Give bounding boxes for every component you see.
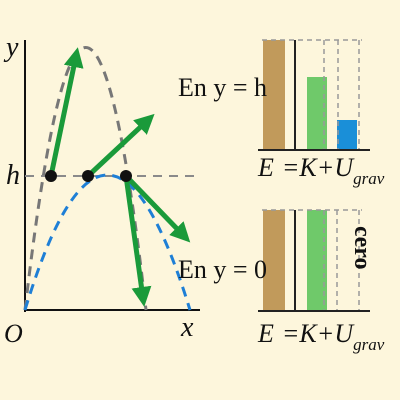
energy-panel-bottom: cero En y = 0 E=K+Ugrav <box>178 209 385 354</box>
point-shallow-up <box>82 170 94 182</box>
bar-K-bottom <box>307 210 327 311</box>
y-axis-label: y <box>3 32 19 63</box>
panel-top-label: En y = h <box>178 73 267 102</box>
point-descending <box>120 170 132 182</box>
trajectory-shallow <box>23 173 192 311</box>
bar-E-top <box>263 40 285 150</box>
point-steep-up <box>45 170 57 182</box>
velocity-arrow-down-steep <box>123 175 152 307</box>
bar-U-top <box>337 120 357 150</box>
bar-E-bottom <box>263 210 285 311</box>
velocity-arrow-down-shallow <box>124 174 191 243</box>
velocity-arrow-up-shallow <box>86 113 155 178</box>
x-axis-label: x <box>180 312 194 343</box>
trajectory-graph: y x O h <box>3 32 200 348</box>
equation-top: E=K+Ugrav <box>257 153 385 188</box>
zero-label: cero <box>349 226 375 270</box>
panel-bottom-label: En y = 0 <box>178 255 267 284</box>
velocity-arrow-up-steep <box>48 47 84 177</box>
origin-label: O <box>4 319 23 348</box>
trajectory-steep <box>23 46 148 311</box>
equation-bottom: E=K+Ugrav <box>257 319 385 354</box>
energy-panel-top: En y = h E=K+Ugrav <box>178 39 385 188</box>
bar-K-top <box>307 77 327 150</box>
h-label: h <box>6 160 20 191</box>
